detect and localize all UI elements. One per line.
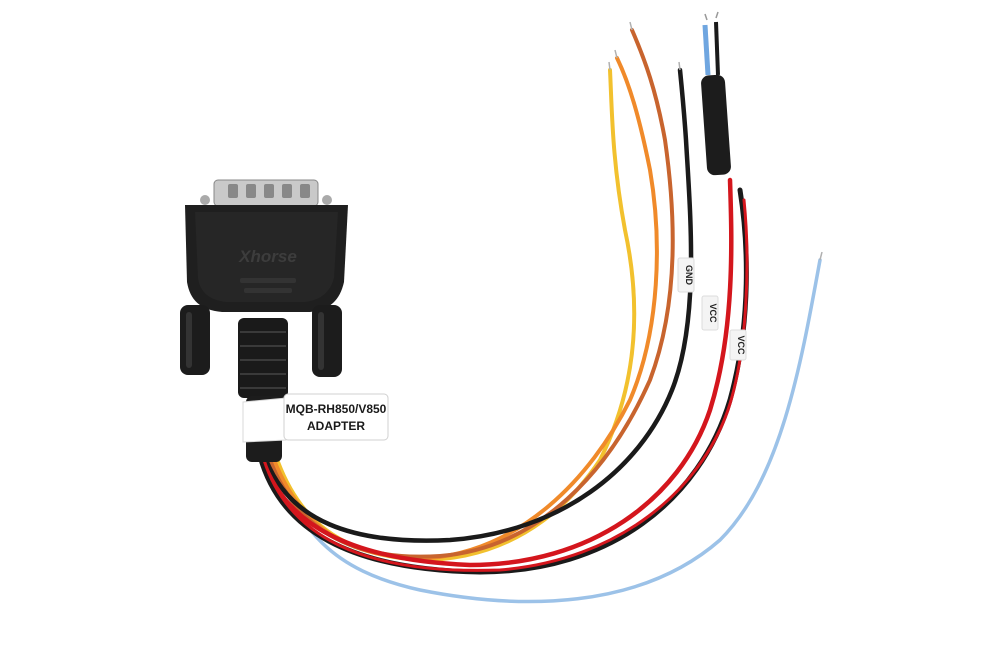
wire-bundle [257, 28, 822, 604]
wire-black-gnd [263, 67, 694, 543]
brand-logo: Xhorse [238, 247, 297, 266]
wire-label-vcc: VCC [708, 303, 718, 323]
wire-label-gnd: GND [684, 265, 694, 286]
splice-sleeve [701, 11, 731, 176]
wire-label-vcc2: VCC [736, 335, 746, 355]
wire-label-gnd-tag: GND [677, 257, 695, 293]
wire-red-2 [262, 198, 749, 572]
adapter-tag-line2: ADAPTER [307, 419, 365, 433]
adapter-tag: MQB-RH850/V850 ADAPTER [242, 393, 389, 443]
wire-tips [608, 21, 823, 261]
wire-red-vcc [259, 177, 734, 568]
db15-connector: Xhorse [180, 179, 348, 377]
wire-label-vcc2-tag: VCC [729, 329, 747, 361]
wire-label-vcc-tag: VCC [701, 295, 719, 331]
adapter-tag-line1: MQB-RH850/V850 [286, 402, 387, 416]
wire-light-blue [270, 258, 822, 604]
